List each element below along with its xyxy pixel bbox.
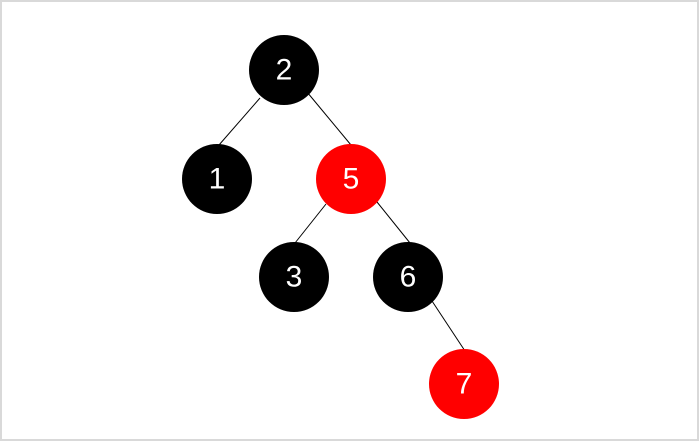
node-circle [429, 349, 499, 419]
tree-node: 7 [429, 349, 499, 419]
node-circle [316, 144, 386, 214]
edge-6-7 [431, 300, 466, 352]
node-circle [373, 242, 443, 312]
node-circle [182, 144, 252, 214]
node-circle [249, 35, 319, 105]
node-label: 2 [276, 54, 293, 87]
node-label: 6 [400, 261, 417, 294]
edge-5-3 [294, 203, 327, 244]
node-circle [259, 242, 329, 312]
tree-node: 2 [249, 35, 319, 105]
edge-2-5 [306, 91, 352, 146]
node-label: 5 [343, 163, 360, 196]
node-label: 7 [456, 368, 473, 401]
tree-node: 6 [373, 242, 443, 312]
node-label: 3 [286, 261, 303, 294]
node-label: 1 [209, 163, 226, 196]
edge-2-1 [218, 97, 261, 146]
tree-node: 3 [259, 242, 329, 312]
tree-node: 5 [316, 144, 386, 214]
edge-5-6 [376, 201, 411, 244]
edges-group [218, 91, 466, 352]
tree-node: 1 [182, 144, 252, 214]
